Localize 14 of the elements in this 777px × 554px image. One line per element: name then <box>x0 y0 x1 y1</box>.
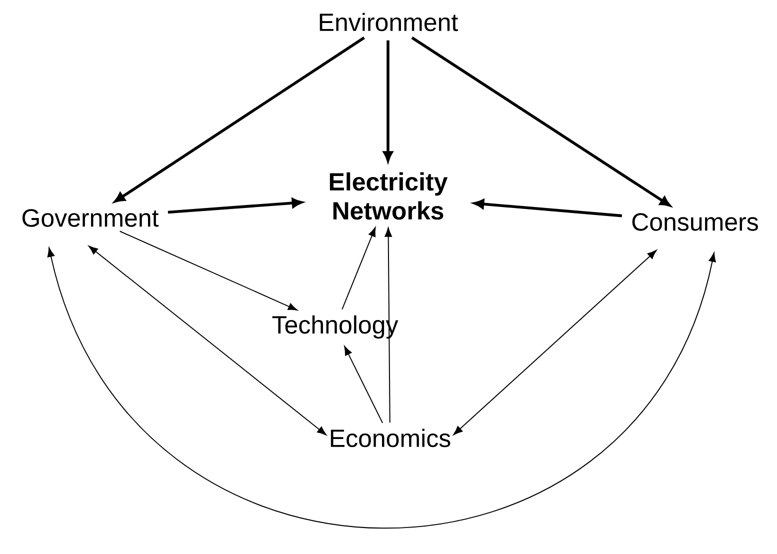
arrow <box>344 346 384 424</box>
arrow <box>342 227 376 310</box>
factor-label: Government <box>22 209 159 227</box>
central-label: Electricity Networks <box>330 172 448 220</box>
factor-label: Environment <box>320 12 458 32</box>
factor-label: Consumers <box>632 213 758 231</box>
factor-label: Economics <box>330 428 450 448</box>
arrow <box>88 246 326 436</box>
arrow <box>119 230 298 311</box>
arrow <box>453 250 657 436</box>
arrow <box>114 36 365 202</box>
arrow <box>47 248 716 529</box>
arrow <box>384 228 392 424</box>
arrow <box>411 36 670 206</box>
